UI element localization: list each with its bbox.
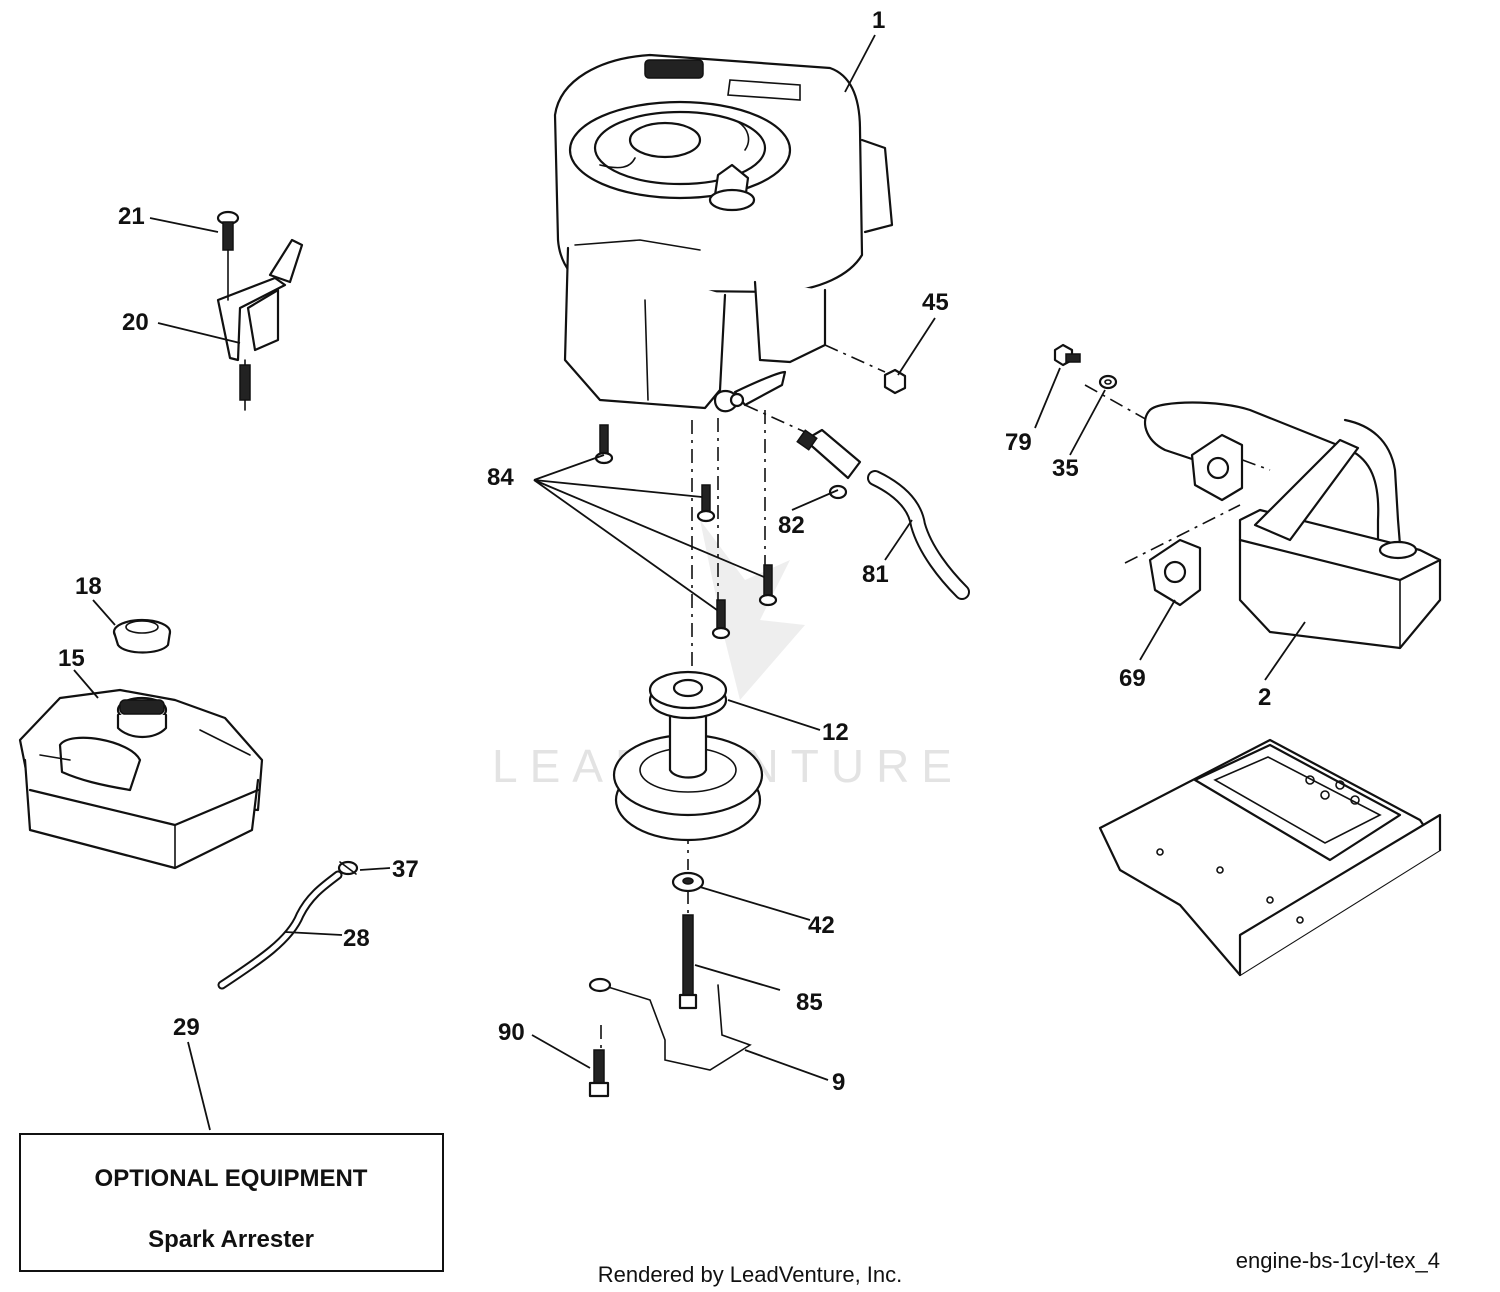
pulley-part-12[interactable] [612, 670, 764, 842]
callout-90[interactable]: 90 [498, 1019, 525, 1046]
callout-85[interactable]: 85 [796, 989, 823, 1016]
callout-15[interactable]: 15 [58, 645, 85, 672]
gasket-part-69[interactable] [1148, 538, 1202, 607]
watermark-logo [700, 520, 805, 700]
leader-lines [73, 34, 1306, 1131]
fitting-part-82[interactable] [796, 428, 862, 500]
callout-69[interactable]: 69 [1119, 665, 1146, 692]
callout-18[interactable]: 18 [75, 573, 102, 600]
optional-equipment-frame [19, 1133, 444, 1272]
callout-29[interactable]: 29 [173, 1014, 200, 1041]
fuel-line-part-28[interactable] [217, 870, 343, 990]
callout-45[interactable]: 45 [922, 289, 949, 316]
optional-equipment-title: OPTIONAL EQUIPMENT [95, 1165, 368, 1192]
diagram-id: engine-bs-1cyl-tex_4 [1236, 1248, 1440, 1273]
callout-84[interactable]: 84 [487, 464, 514, 491]
bracket-part-9[interactable] [588, 977, 752, 1071]
spark-arrester-label[interactable]: Spark Arrester [148, 1226, 314, 1253]
nut-part-45[interactable] [883, 368, 907, 395]
exhaust-flange [1190, 433, 1244, 502]
hose-clamp-part-37[interactable] [337, 860, 359, 876]
fuel-cap-part-18[interactable] [112, 618, 172, 654]
callout-79[interactable]: 79 [1005, 429, 1032, 456]
fuel-tank-part-15[interactable] [18, 688, 264, 870]
throttle-control-part-20[interactable] [216, 238, 304, 411]
washer-part-42[interactable] [671, 871, 705, 893]
bolt-part-79[interactable] [1053, 343, 1081, 367]
callout-20[interactable]: 20 [122, 309, 149, 336]
screw-part-21[interactable] [216, 210, 240, 301]
callout-81[interactable]: 81 [862, 561, 889, 588]
muffler-part-2[interactable] [1143, 401, 1442, 650]
callout-28[interactable]: 28 [343, 925, 370, 952]
callout-9[interactable]: 9 [832, 1069, 845, 1096]
optional-equipment-box: OPTIONAL EQUIPMENT Spark Arrester [19, 1133, 444, 1272]
callout-42[interactable]: 42 [808, 912, 835, 939]
callout-12[interactable]: 12 [822, 719, 849, 746]
bolt-part-85[interactable] [678, 914, 698, 1010]
callout-1[interactable]: 1 [872, 7, 885, 34]
callout-82[interactable]: 82 [778, 512, 805, 539]
fuel-hose-part-81[interactable] [867, 470, 970, 600]
engine-part-1[interactable] [553, 53, 894, 413]
callout-35[interactable]: 35 [1052, 455, 1079, 482]
washer-part-35[interactable] [1098, 374, 1118, 390]
callout-2[interactable]: 2 [1258, 684, 1271, 711]
callout-37[interactable]: 37 [392, 856, 419, 883]
callout-21[interactable]: 21 [118, 203, 145, 230]
bolts-part-84[interactable] [594, 424, 778, 640]
rendered-by-credit: Rendered by LeadVenture, Inc. [598, 1262, 903, 1287]
engine-mount-plate [1098, 738, 1442, 977]
bolt-part-90[interactable] [588, 1049, 610, 1098]
callout-labels: 1 2 9 12 15 18 20 21 28 29 35 37 42 45 6… [58, 7, 1271, 1096]
